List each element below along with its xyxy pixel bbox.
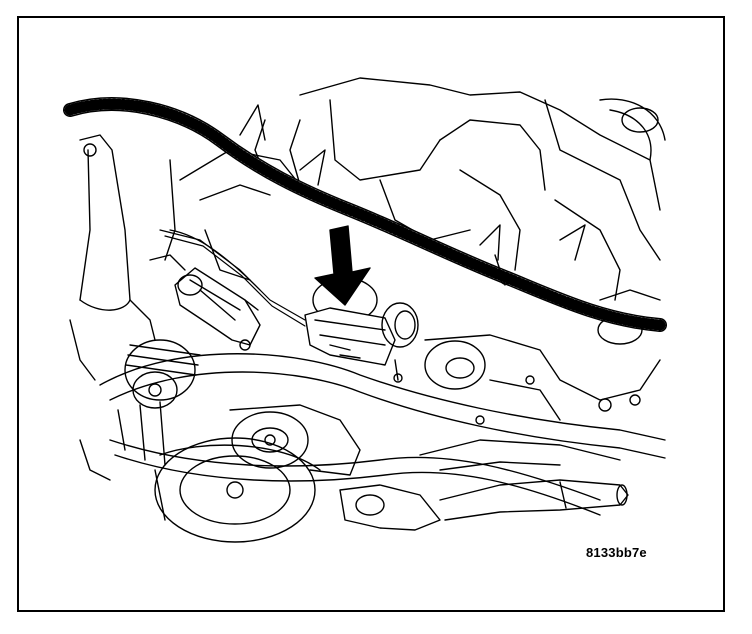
pump-housing [424,254,661,421]
tensioner-pulley [229,404,361,476]
sensor-wires [159,229,306,327]
fasteners [69,319,485,481]
target-connector [304,277,419,381]
figure-id-label: 8133bb7e [586,545,647,560]
engine-block [179,77,666,301]
crank-pulley [154,437,321,543]
idler-pulley [124,339,201,409]
tensioner-arm [339,439,629,531]
wiring-harness [63,97,667,332]
serpentine-belt [99,353,666,516]
callout-arrow [314,225,371,306]
coolant-hose [79,134,186,341]
